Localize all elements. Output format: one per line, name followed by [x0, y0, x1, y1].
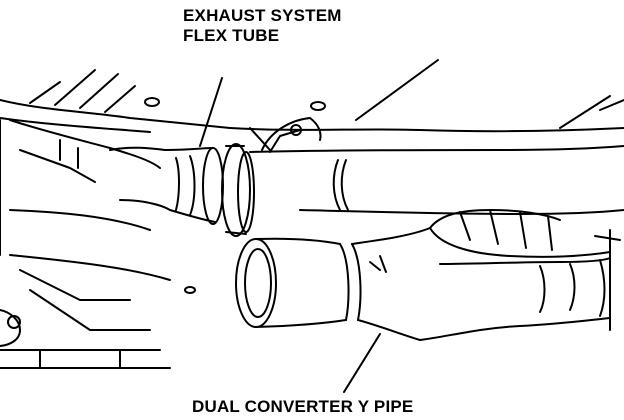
- left-body-panel: [0, 119, 196, 369]
- vehicle-underbody: [0, 59, 624, 215]
- dual-converter-y-pipe: [235, 209, 621, 393]
- y-pipe-label: DUAL CONVERTER Y PIPE: [192, 397, 414, 416]
- flex-tube-label-line-2: FLEX TUBE: [183, 26, 280, 45]
- flex-tube-pipe: [109, 77, 255, 237]
- flex-tube-label-line-1: EXHAUST SYSTEM: [183, 6, 342, 25]
